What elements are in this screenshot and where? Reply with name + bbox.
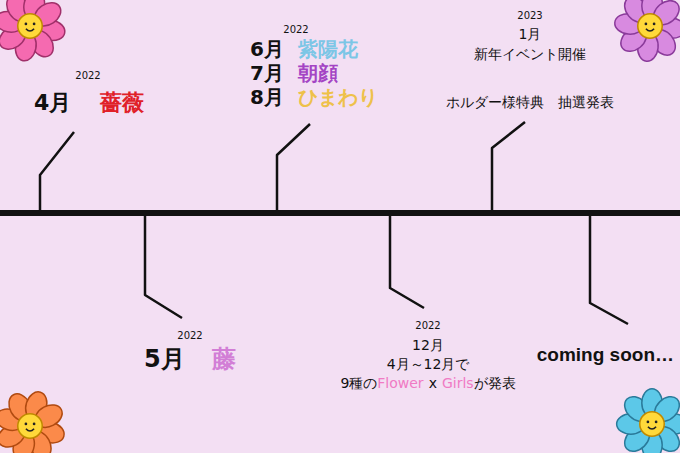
leader-line: [390, 216, 424, 308]
timeline-text: 新年イベント開催: [474, 46, 586, 62]
year-label: 2022: [177, 330, 202, 342]
timeline-text: Girls: [442, 375, 474, 391]
flower-icon: [617, 389, 680, 453]
timeline-text: Flower: [377, 375, 423, 391]
year-label: 2022: [75, 70, 100, 82]
timeline-text: 7月: [250, 62, 284, 85]
timeline-text: 4月～12月で: [387, 356, 470, 372]
timeline-axis: [0, 210, 680, 216]
year-label: 2022: [415, 320, 440, 332]
timeline-text: 藤: [212, 346, 236, 374]
timeline-text: ホルダー様特典 抽選発表: [446, 94, 614, 110]
leader-line: [492, 122, 525, 211]
timeline-text: coming soon…: [537, 344, 674, 366]
timeline-text: x: [429, 375, 437, 391]
text-line: 9種のFlowerx Girlsが発表: [340, 375, 515, 393]
leader-line: [40, 132, 74, 211]
timeline-text: 6月: [250, 38, 284, 61]
year-label: 2022: [283, 24, 308, 36]
timeline-text: 紫陽花: [298, 38, 358, 61]
leader-line: [145, 216, 182, 318]
timeline-text: 朝顔: [298, 62, 338, 85]
timeline-text: 薔薇: [100, 90, 144, 115]
flower-icon: [0, 0, 67, 63]
leader-line: [590, 216, 628, 324]
timeline-text: 5月: [144, 346, 185, 374]
timeline-text: 9種の: [340, 375, 377, 393]
year-label: 2023: [517, 10, 542, 22]
flower-icon: [0, 389, 67, 453]
timeline-text: ひまわり: [298, 86, 378, 109]
flower-icon: [614, 0, 680, 62]
timeline-text: 8月: [250, 86, 284, 109]
timeline-text: が発表: [474, 375, 516, 393]
timeline-text: 12月: [412, 337, 444, 353]
timeline-text: 1月: [519, 26, 542, 42]
leader-line: [277, 124, 310, 211]
timeline-text: 4月: [34, 90, 71, 115]
